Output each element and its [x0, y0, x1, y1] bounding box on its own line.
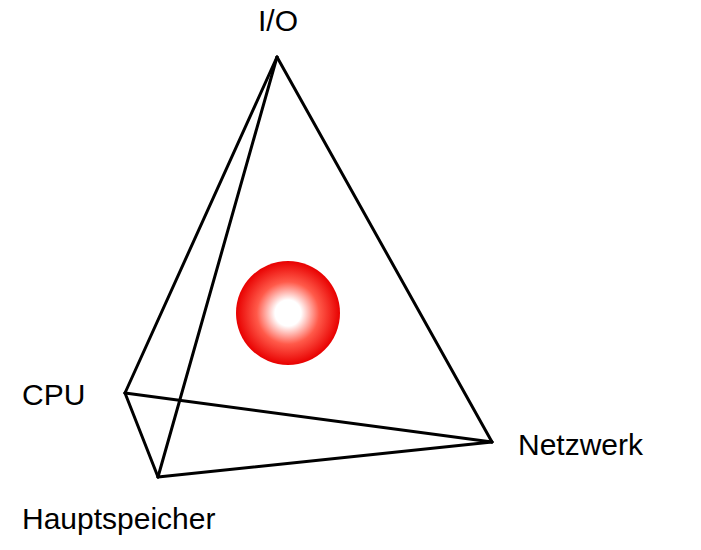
tetrahedron-edge	[125, 393, 492, 442]
vertex-label: Hauptspeicher	[22, 502, 215, 537]
vertex-label: I/O	[258, 4, 298, 39]
tetrahedron-edge	[277, 57, 492, 442]
tetrahedron-edge	[158, 57, 277, 477]
tetrahedron-edge	[125, 393, 158, 477]
red-ball	[236, 261, 340, 365]
tetrahedron-edge	[158, 442, 492, 477]
vertex-label: Netzwerk	[518, 428, 643, 463]
vertex-label: CPU	[22, 378, 85, 413]
